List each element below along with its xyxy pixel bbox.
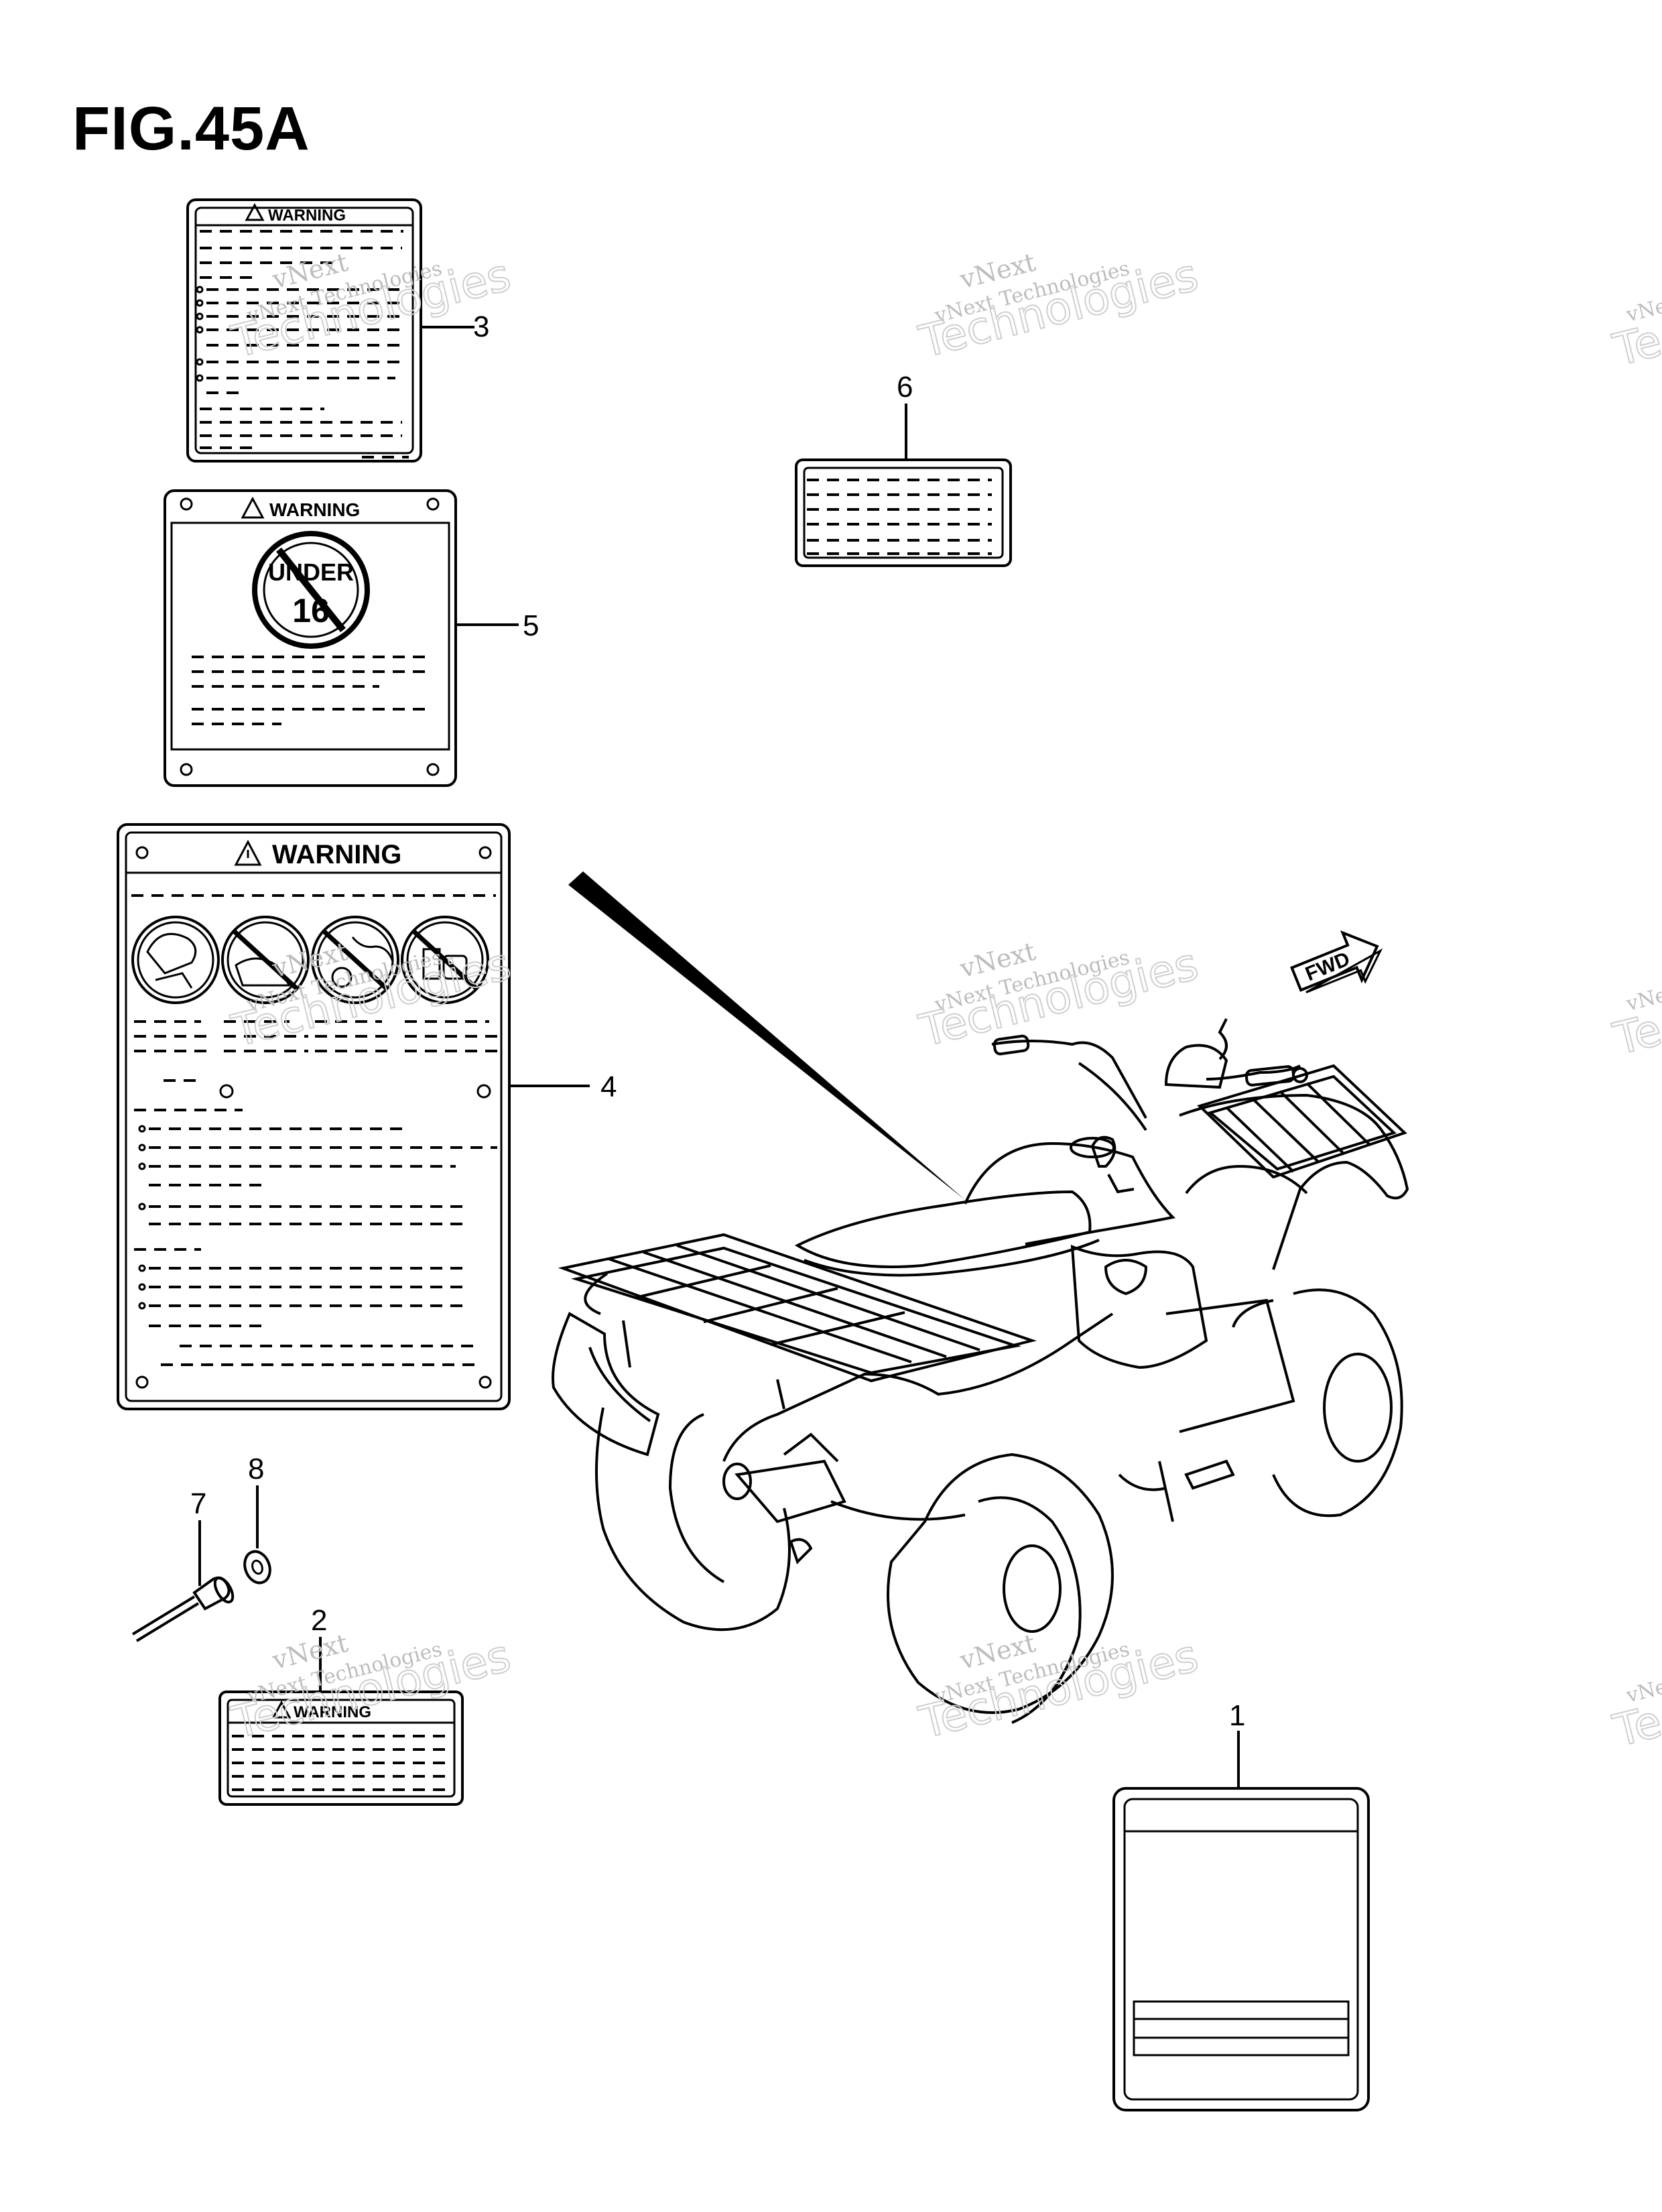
callout-7[interactable]: 7: [190, 1487, 206, 1520]
label-4-warning-text: WARNING: [272, 840, 401, 869]
warning-triangle-icon: [245, 202, 265, 221]
callout-2[interactable]: 2: [311, 1604, 327, 1637]
pointer-wedge: [568, 871, 965, 1200]
callout-5[interactable]: 5: [523, 609, 539, 642]
atv-drawing: [552, 1018, 1409, 1724]
helmet-rider-icon: [131, 916, 220, 1004]
label-3-warning-sticker[interactable]: WARNING: [186, 198, 422, 463]
label-1-sticker[interactable]: [1112, 1787, 1370, 2111]
no-alcohol-icon: [401, 916, 489, 1004]
part-8-washer[interactable]: [241, 1548, 274, 1586]
callout-8[interactable]: 8: [248, 1453, 264, 1485]
label-6-sticker[interactable]: [795, 458, 1012, 567]
under-text: UNDER: [268, 558, 354, 586]
callout-3[interactable]: 3: [473, 310, 489, 343]
watermark: vNext vNext Technologies Technologies: [226, 1628, 516, 1749]
figure-title: FIG.45A: [72, 95, 310, 163]
warning-triangle-icon: [241, 496, 265, 519]
no-paved-road-icon: [311, 916, 399, 1004]
label-5-warning-text: WARNING: [269, 499, 360, 520]
label-2-warning-sticker[interactable]: WARNING: [218, 1691, 464, 1806]
fwd-arrow-icon: FWD: [1290, 930, 1383, 993]
watermark-edge: vNext Technologies Technologies: [1608, 945, 1662, 1066]
no-passenger-icon: [221, 916, 310, 1004]
watermark: vNext vNext Technologies Technologies: [913, 936, 1204, 1058]
callout-4[interactable]: 4: [600, 1070, 617, 1103]
watermark-edge: vNext Technologies Technologies: [1608, 1637, 1662, 1758]
callout-1[interactable]: 1: [1229, 1699, 1245, 1732]
no-under-16-icon: UNDER 16: [252, 531, 370, 649]
watermark-group: vNext vNext Technologies Technologies vN…: [226, 247, 1662, 1758]
atv-front-rack: [1197, 1064, 1407, 1179]
callout-6[interactable]: 6: [897, 371, 913, 404]
watermark: vNext vNext Technologies Technologies: [226, 247, 516, 369]
warning-triangle-icon: [234, 839, 262, 866]
label-5-under-16-sticker[interactable]: WARNING UNDER 16: [164, 489, 457, 787]
watermark-edge: vNext Technologies Technologies: [1608, 256, 1662, 377]
label-2-warning-text: WARNING: [294, 1703, 371, 1721]
atv-rear-rack: [558, 1233, 1037, 1410]
warning-triangle-icon: [271, 1700, 292, 1719]
watermark: vNext vNext Technologies Technologies: [913, 247, 1204, 369]
part-7-rivet[interactable]: [131, 1575, 237, 1642]
pictogram-row: [131, 916, 489, 1004]
label-3-warning-text: WARNING: [268, 206, 346, 225]
age-text: 16: [292, 592, 330, 629]
label-4-large-warning-sticker[interactable]: WARNING: [117, 823, 511, 1410]
